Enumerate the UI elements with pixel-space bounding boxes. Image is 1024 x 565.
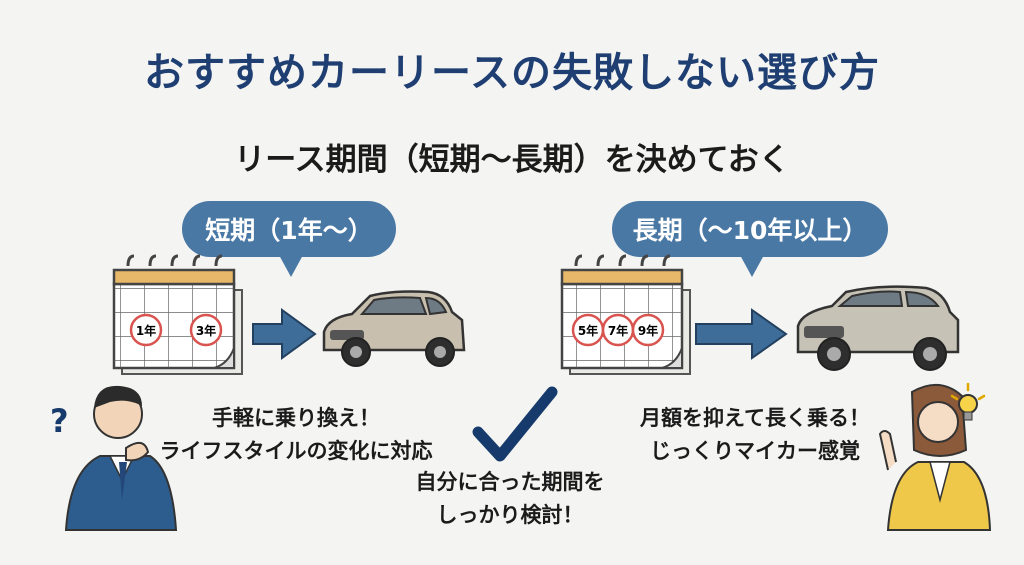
calendar-mark-2: 3年 <box>196 323 216 338</box>
thinking-man-illustration: ? <box>50 385 178 531</box>
center-caption: 自分に合った期間を しっかり検討！ <box>380 466 640 532</box>
page-subtitle: リース期間（短期〜長期）を決めておく <box>234 142 790 178</box>
short-term-caption-line2: ライフスタイルの変化に対応 <box>159 439 433 463</box>
calendar-icon: 5年 7年 9年 <box>560 254 691 375</box>
checkmark-icon <box>472 386 558 462</box>
long-term-caption-line2: じっくりマイカー感覚 <box>650 439 860 463</box>
long-term-caption: 月額を抑えて長く乗る！ じっくりマイカー感覚 <box>615 402 895 468</box>
calendar-mark-3: 9年 <box>638 323 658 338</box>
page-title: おすすめカーリースの失敗しない選び方 <box>144 50 880 96</box>
compact-car-icon <box>322 290 466 367</box>
idea-woman-illustration <box>878 382 992 531</box>
calendar-mark-2: 7年 <box>608 323 628 338</box>
short-term-caption-line1: 手軽に乗り換え！ <box>212 406 380 430</box>
question-mark-icon: ? <box>50 402 69 440</box>
center-caption-line2: しっかり検討！ <box>436 503 584 527</box>
long-term-bubble: 長期（〜10年以上） <box>612 201 888 277</box>
long-term-caption-line1: 月額を抑えて長く乗る！ <box>640 406 870 430</box>
short-term-bubble: 短期（1年〜） <box>182 201 396 277</box>
arrow-right-icon <box>252 308 317 360</box>
calendar-mark-1: 5年 <box>578 323 598 338</box>
calendar-mark-1: 1年 <box>136 323 156 338</box>
center-caption-line1: 自分に合った期間を <box>415 470 605 494</box>
lightbulb-icon <box>950 382 986 421</box>
arrow-right-icon <box>695 308 788 360</box>
suv-icon <box>796 285 960 371</box>
calendar-icon: 1年 3年 <box>112 254 243 375</box>
short-term-caption: 手軽に乗り換え！ ライフスタイルの変化に対応 <box>146 402 446 468</box>
